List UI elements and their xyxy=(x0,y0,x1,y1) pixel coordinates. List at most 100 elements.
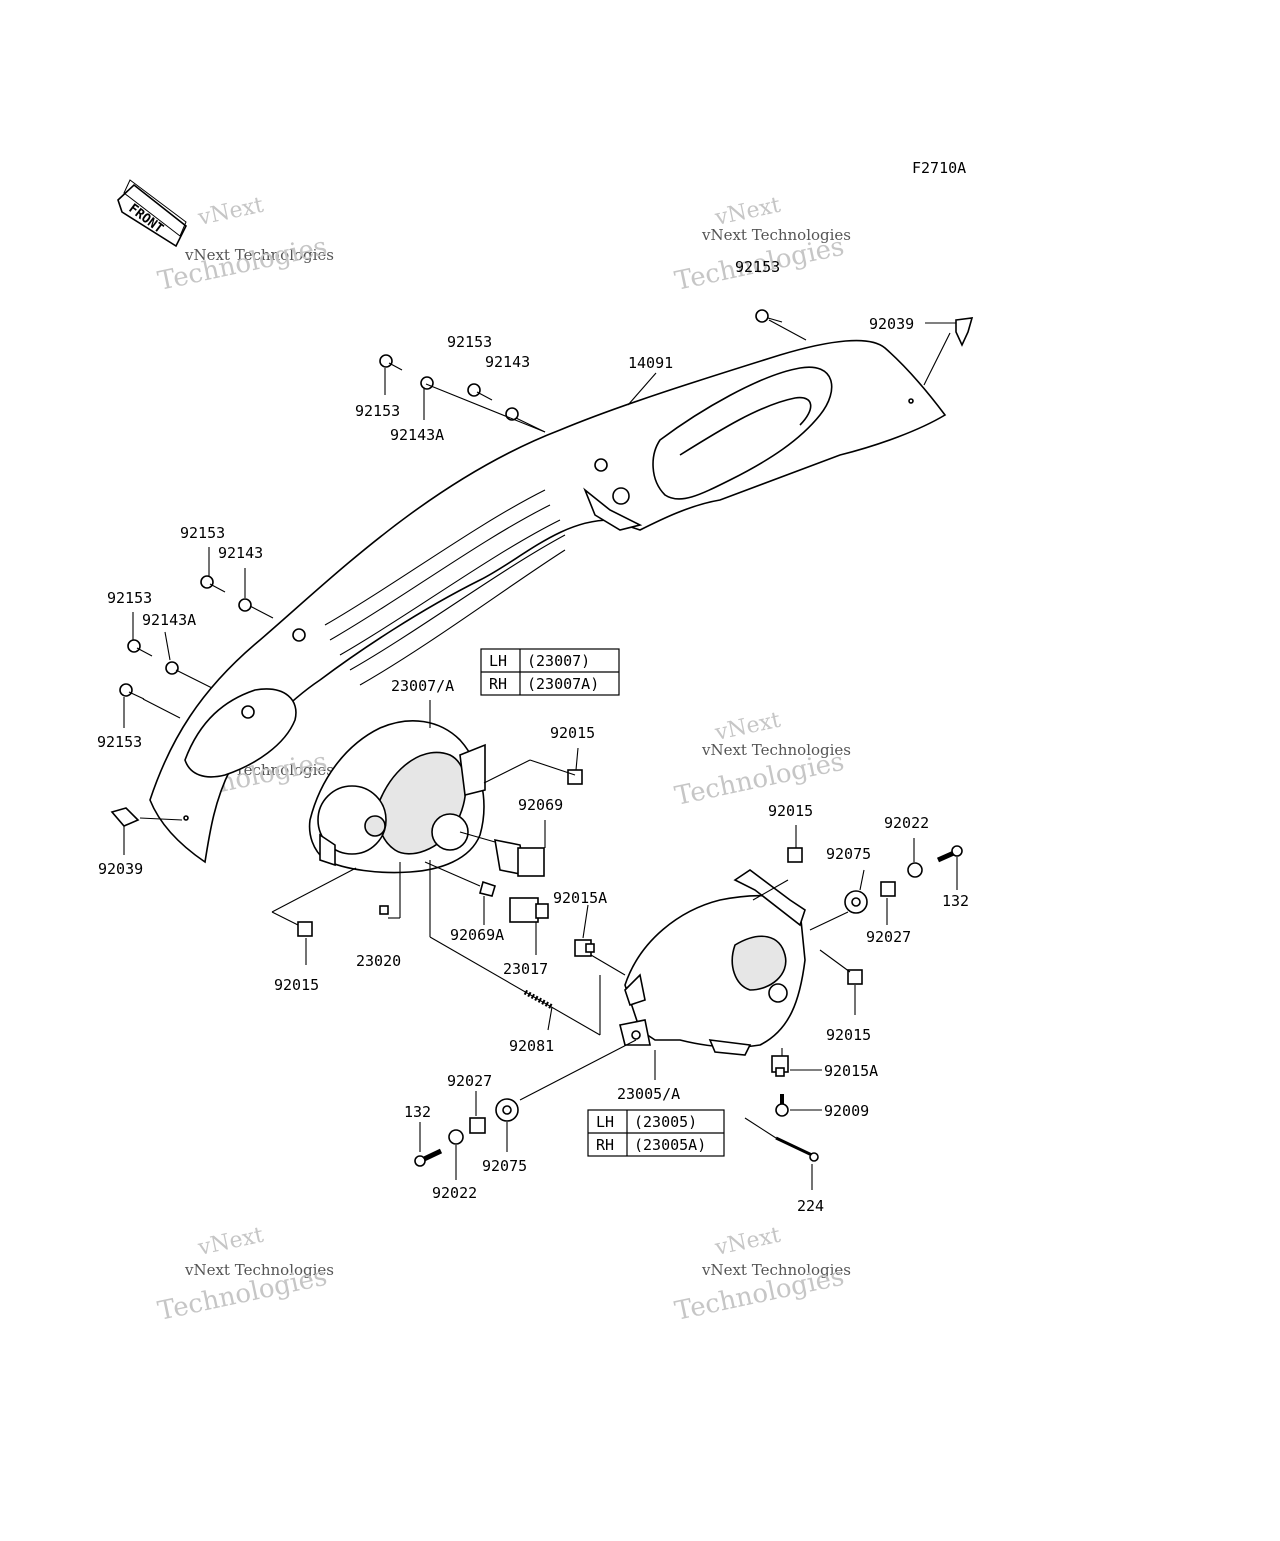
front-arrow-icon: FRONT xyxy=(117,179,188,248)
clip-icon xyxy=(110,807,140,827)
upper-cowl xyxy=(149,339,947,864)
callout-92027: 92027 xyxy=(866,928,911,946)
svg-text:vNext Technologies: vNext Technologies xyxy=(701,1261,851,1279)
callout-92153: 92153 xyxy=(735,258,780,276)
callout-92015: 92015 xyxy=(768,802,813,820)
callout-92081: 92081 xyxy=(509,1037,554,1055)
callout-92027: 92027 xyxy=(447,1072,492,1090)
callout-92153: 92153 xyxy=(447,333,492,351)
screw-icon xyxy=(379,354,403,371)
svg-text:Technologies: Technologies xyxy=(155,232,330,297)
grommet-icon xyxy=(495,1098,519,1122)
table-cell-part: (23005A) xyxy=(634,1136,706,1154)
watermark: vNext vNext Technologies Technologies xyxy=(672,708,851,812)
headlight-assembly xyxy=(308,720,486,874)
fasteners xyxy=(110,309,974,1167)
callout-92015: 92015 xyxy=(550,724,595,742)
nut-icon xyxy=(420,376,434,390)
callout-92069: 92069 xyxy=(518,796,563,814)
grommet-icon xyxy=(574,939,595,957)
svg-text:vNext Technologies: vNext Technologies xyxy=(184,1261,334,1279)
collar-icon xyxy=(469,1117,486,1134)
socket-icon xyxy=(509,897,549,923)
callout-92075: 92075 xyxy=(482,1157,527,1175)
callout-labels: 92153 92039 14091 92153 92143 92153 9214… xyxy=(97,258,969,1215)
callout-92022: 92022 xyxy=(884,814,929,832)
figure-code: F2710A xyxy=(912,159,966,177)
table-cell-part: (23007A) xyxy=(527,675,599,693)
callout-23017: 23017 xyxy=(503,960,548,978)
clip-icon xyxy=(955,317,974,347)
clip-nut-icon xyxy=(567,769,583,785)
callout-92143A: 92143A xyxy=(390,426,444,444)
screw-icon xyxy=(127,639,153,657)
callout-92143: 92143 xyxy=(218,544,263,562)
variant-table-23007: LH (23007) RH (23007A) xyxy=(480,648,620,696)
svg-text:vNext Technologies: vNext Technologies xyxy=(701,741,851,759)
svg-text:vNext: vNext xyxy=(195,1223,266,1261)
callout-92015A: 92015A xyxy=(553,889,607,907)
watermark: vNext vNext Technologies Technologies xyxy=(155,1223,334,1327)
callout-224: 224 xyxy=(797,1197,824,1215)
svg-text:vNext Technologies: vNext Technologies xyxy=(184,246,334,264)
callout-92069A: 92069A xyxy=(450,926,504,944)
table-cell-side: LH xyxy=(489,652,507,670)
screw-icon xyxy=(467,383,493,401)
leader-lines xyxy=(123,319,958,1190)
callout-132: 132 xyxy=(942,892,969,910)
watermark: vNext vNext Technologies Technologies xyxy=(672,193,851,297)
svg-text:vNext: vNext xyxy=(195,193,266,231)
svg-text:vNext Technologies: vNext Technologies xyxy=(701,226,851,244)
callout-23005A: 23005/A xyxy=(617,1085,680,1103)
table-cell-side: RH xyxy=(489,675,507,693)
callout-92153: 92153 xyxy=(355,402,400,420)
grommet-icon xyxy=(771,1055,789,1077)
collar-icon xyxy=(880,881,896,897)
callout-92022: 92022 xyxy=(432,1184,477,1202)
callout-92009: 92009 xyxy=(824,1102,869,1120)
watermark: vNext vNext Technologies Technologies xyxy=(155,193,334,297)
variant-table-23005: LH (23005) RH (23005A) xyxy=(587,1109,725,1157)
callout-92039: 92039 xyxy=(869,315,914,333)
nut-icon xyxy=(238,598,252,612)
callout-23007A: 23007/A xyxy=(391,677,454,695)
bolt-icon xyxy=(775,1136,819,1162)
screw-icon xyxy=(119,683,145,700)
table-cell-part: (23007) xyxy=(527,652,590,670)
svg-text:vNext: vNext xyxy=(712,1223,783,1261)
bulb-icon xyxy=(479,880,496,897)
screw-icon xyxy=(775,1094,789,1117)
callout-92015: 92015 xyxy=(826,1026,871,1044)
table-cell-side: LH xyxy=(596,1113,614,1131)
headlight-housing xyxy=(619,869,806,1056)
clip-nut-icon xyxy=(297,921,313,937)
callout-132: 132 xyxy=(404,1103,431,1121)
screw-icon xyxy=(200,575,226,593)
clip-nut-icon xyxy=(847,969,863,985)
clip-nut-icon xyxy=(787,847,803,863)
callout-92153: 92153 xyxy=(180,524,225,542)
callout-14091: 14091 xyxy=(628,354,673,372)
callout-92153: 92153 xyxy=(97,733,142,751)
callout-92075: 92075 xyxy=(826,845,871,863)
callout-23020: 23020 xyxy=(356,952,401,970)
callout-92143A: 92143A xyxy=(142,611,196,629)
callout-92143: 92143 xyxy=(485,353,530,371)
nut-icon xyxy=(165,661,179,675)
screw-icon xyxy=(755,309,783,323)
callout-92015: 92015 xyxy=(274,976,319,994)
callout-92153: 92153 xyxy=(107,589,152,607)
table-cell-side: RH xyxy=(596,1136,614,1154)
washer-icon xyxy=(448,1129,464,1145)
clip-icon xyxy=(379,905,389,915)
grommet-icon xyxy=(844,890,868,914)
washer-icon xyxy=(907,862,923,878)
bolt-icon xyxy=(414,1148,443,1167)
table-cell-part: (23005) xyxy=(634,1113,697,1131)
callout-92039: 92039 xyxy=(98,860,143,878)
bolt-icon xyxy=(936,845,963,863)
watermark: vNext vNext Technologies Technologies xyxy=(672,1223,851,1327)
callout-92015A: 92015A xyxy=(824,1062,878,1080)
